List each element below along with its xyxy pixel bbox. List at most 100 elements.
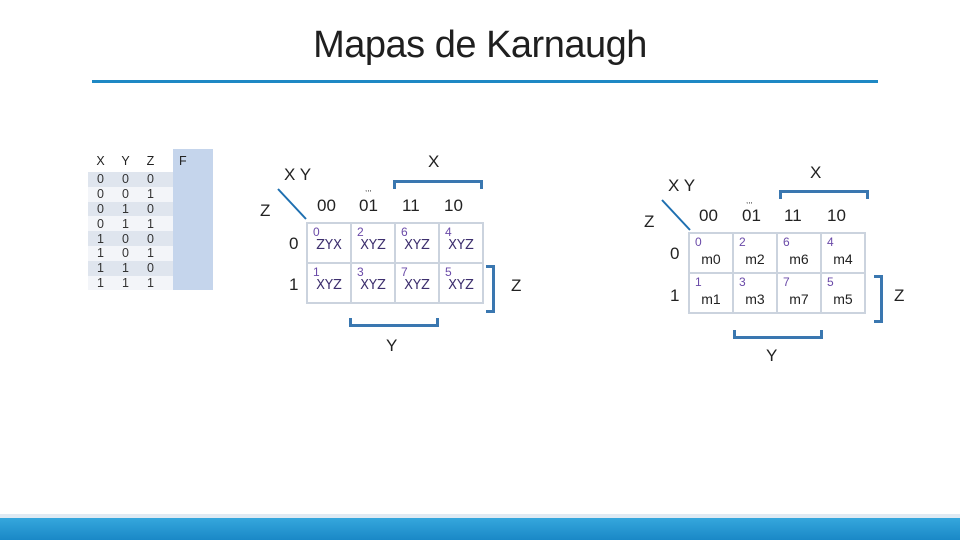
title-underline: [92, 80, 878, 83]
truth-table-cell-f: [173, 275, 213, 291]
kmap-cell-term: XYZ: [360, 238, 386, 253]
truth-table-spacer: [163, 201, 173, 217]
kmap-xy-label: X Y: [668, 176, 696, 195]
truth-table-cell-f: [173, 231, 213, 246]
truth-table-cell-y: 1: [113, 201, 138, 217]
kmap-cell-index: 0: [695, 235, 702, 249]
truth-table-cell-y: 0: [113, 231, 138, 246]
kmap-cell-index: 4: [827, 235, 834, 249]
header-z: Z: [146, 153, 155, 168]
truth-table-cell-y: 0: [113, 172, 138, 187]
truth-table-header-row: X Y Z F: [88, 149, 213, 172]
kmap-cell-term: XYZ: [316, 278, 342, 293]
kmap-cell-index: 7: [401, 265, 408, 279]
kmap-cell-term: m5: [833, 291, 853, 307]
kmap-cell-term: m6: [789, 251, 809, 267]
truth-table-cell-z: 0: [138, 201, 163, 217]
kmap-xy-label: X Y: [284, 165, 312, 184]
truth-table-cell-x: 1: [88, 275, 113, 291]
truth-table-spacer: [163, 172, 173, 187]
kmap-cell-term: m2: [745, 251, 765, 267]
kmap-cell-index: 7: [783, 275, 790, 289]
kmap-cell-term: m3: [745, 291, 765, 307]
truth-table-cell-y: 0: [113, 186, 138, 202]
truth-table-cell-x: 1: [88, 231, 113, 246]
kmap-cell-term: ZYX: [316, 238, 342, 253]
truth-table-cell-z: 1: [138, 245, 163, 261]
kmap-diagonal-line: [661, 199, 691, 231]
footer-accent-bar: [0, 514, 960, 540]
kmap-x-bracket: [779, 190, 869, 199]
truth-table-cell-f: [173, 245, 213, 261]
kmap-row-header-0: 0: [289, 234, 299, 253]
kmap-cell-index: 2: [739, 235, 746, 249]
kmap-x-bracket-label: X: [810, 163, 822, 182]
truth-table-spacer: [163, 260, 173, 276]
truth-table-cell-x: 0: [88, 172, 113, 187]
truth-table-spacer: [163, 186, 173, 202]
truth-table-cell-f: [173, 186, 213, 202]
kmap-cell-term: m0: [701, 251, 721, 267]
kmap-cell-index: 6: [401, 225, 408, 239]
kmap-col-header-10: 10: [444, 196, 463, 215]
truth-table-cell-y: 1: [113, 275, 138, 291]
kmap-cell-index: 1: [695, 275, 702, 289]
kmap-col-header-00: 00: [699, 206, 718, 225]
kmap-col-header-01: 01: [742, 206, 761, 225]
truth-table-cell-x: 1: [88, 245, 113, 261]
kmap-z-label: Z: [260, 201, 271, 220]
truth-table-cell-x: 0: [88, 186, 113, 202]
kmap-z-bracket: [486, 265, 495, 313]
kmap-cell-term: XYZ: [404, 238, 430, 253]
truth-table-spacer: [163, 245, 173, 261]
kmap-col-header-11: 11: [402, 196, 420, 215]
truth-table-cell-f: [173, 201, 213, 217]
kmap-row-header-1: 1: [289, 275, 299, 294]
kmap-z-bracket-label: Z: [894, 286, 905, 305]
header-x: X: [96, 153, 105, 168]
truth-table-cell-x: 0: [88, 216, 113, 232]
page-title: Mapas de Karnaugh: [313, 24, 647, 66]
kmap-z-bracket-label: Z: [511, 276, 522, 295]
truth-table-spacer: [163, 216, 173, 232]
kmap-z-label: Z: [644, 212, 655, 231]
kmap-x-bracket-label: X: [428, 152, 440, 171]
kmap-cell-index: 3: [357, 265, 364, 279]
kmap-cell-index: 6: [783, 235, 790, 249]
kmap-col-header-10: 10: [827, 206, 846, 225]
kmap-row-header-0: 0: [670, 244, 680, 263]
truth-table-cell-z: 1: [138, 216, 163, 232]
kmap-cell-index: 3: [739, 275, 746, 289]
kmap-cell-term: XYZ: [404, 278, 430, 293]
kmap-cell-index: 1: [313, 265, 320, 279]
kmap-tick-mark: ,,,: [746, 196, 753, 205]
kmap-col-header-01: 01: [359, 196, 378, 215]
truth-table-cell-y: 1: [113, 260, 138, 276]
kmap-y-bracket-label: Y: [386, 336, 398, 355]
truth-table-cell-f: [173, 260, 213, 276]
truth-table-cell-z: 1: [138, 275, 163, 291]
kmap-y-bracket-label: Y: [766, 346, 778, 365]
kmap-tick-mark: ,,,: [365, 184, 372, 193]
kmap-cell-index: 0: [313, 225, 320, 239]
truth-table-spacer: [163, 275, 173, 291]
